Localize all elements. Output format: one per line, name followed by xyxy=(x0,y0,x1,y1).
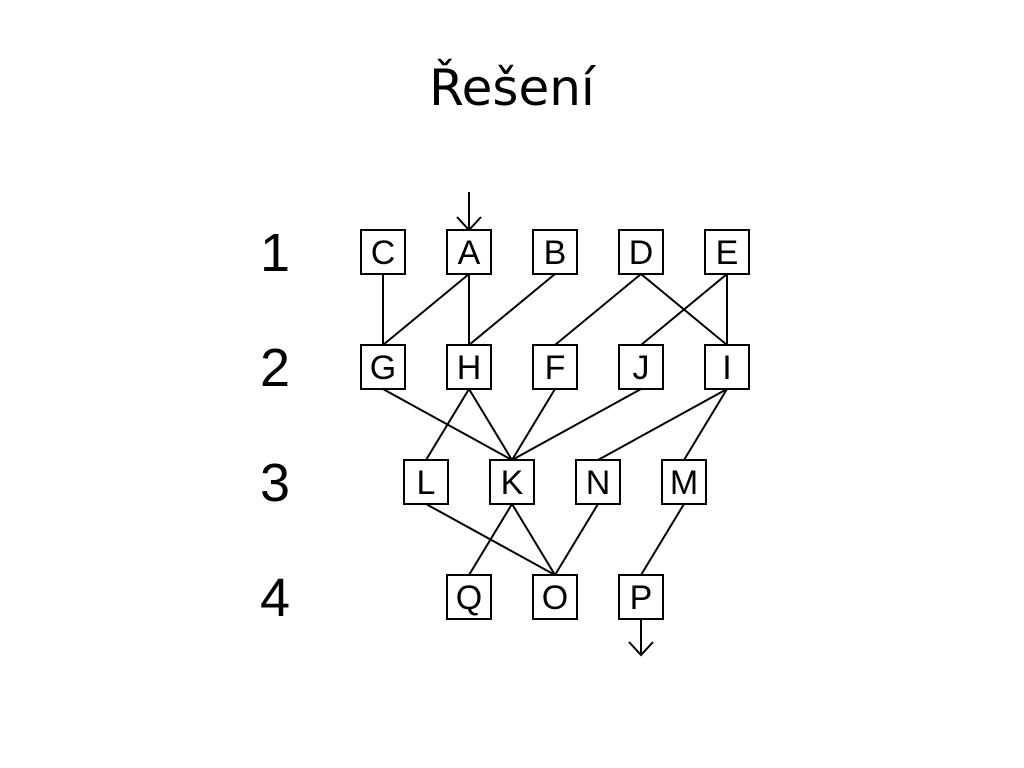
node-label: H xyxy=(457,349,482,387)
node-box xyxy=(532,574,578,620)
node-box xyxy=(446,344,492,390)
node-label: B xyxy=(544,234,567,272)
node-label: G xyxy=(370,349,396,387)
node-a: A xyxy=(446,229,492,275)
node-label: I xyxy=(722,349,731,387)
node-label: A xyxy=(458,234,481,272)
node-d: D xyxy=(618,229,664,275)
node-p: P xyxy=(618,574,664,620)
node-label: M xyxy=(670,464,698,502)
edge-e-j xyxy=(640,273,728,346)
edges-layer xyxy=(382,273,728,576)
node-n: N xyxy=(575,459,621,505)
node-box xyxy=(489,459,535,505)
level-label-4: 4 xyxy=(260,568,290,628)
node-box xyxy=(618,229,664,275)
edge-j-k xyxy=(511,388,642,461)
edge-h-l xyxy=(425,388,470,461)
node-box xyxy=(360,229,406,275)
level-labels: 1 2 3 4 xyxy=(260,223,290,628)
entry-arrow-icon xyxy=(456,192,482,232)
node-box xyxy=(704,344,750,390)
node-label: E xyxy=(716,234,739,272)
edge-b-h xyxy=(468,273,556,346)
node-label: K xyxy=(501,464,524,502)
node-j: J xyxy=(618,344,664,390)
edge-k-o xyxy=(511,503,556,576)
node-k: K xyxy=(489,459,535,505)
node-box xyxy=(403,459,449,505)
exit-arrow-icon xyxy=(628,619,654,657)
node-label: Q xyxy=(456,579,482,617)
level-label-1: 1 xyxy=(260,223,290,283)
node-label: N xyxy=(586,464,611,502)
node-box xyxy=(575,459,621,505)
level-label-3: 3 xyxy=(260,453,290,513)
edge-n-o xyxy=(554,503,599,576)
node-i: I xyxy=(704,344,750,390)
node-label: L xyxy=(417,464,436,502)
node-box xyxy=(618,574,664,620)
node-o: O xyxy=(532,574,578,620)
edge-a-g xyxy=(382,273,470,346)
node-f: F xyxy=(532,344,578,390)
edge-d-f xyxy=(554,273,642,346)
node-g: G xyxy=(360,344,406,390)
node-box xyxy=(360,344,406,390)
nodes-layer: C A B D E G H F J I L K N M Q O P xyxy=(360,229,750,620)
edge-i-m xyxy=(683,388,728,461)
node-box xyxy=(618,344,664,390)
node-box xyxy=(446,574,492,620)
node-c: C xyxy=(360,229,406,275)
node-box xyxy=(704,229,750,275)
edge-k-q xyxy=(468,503,513,576)
node-box xyxy=(661,459,707,505)
node-box xyxy=(446,229,492,275)
node-label: D xyxy=(629,234,654,272)
node-box xyxy=(532,229,578,275)
slide-title: Řešení xyxy=(429,59,595,117)
node-box xyxy=(532,344,578,390)
edge-m-p xyxy=(640,503,685,576)
node-h: H xyxy=(446,344,492,390)
node-q: Q xyxy=(446,574,492,620)
node-label: C xyxy=(371,234,396,272)
node-l: L xyxy=(403,459,449,505)
edge-i-n xyxy=(597,388,728,461)
level-label-2: 2 xyxy=(260,338,290,398)
node-e: E xyxy=(704,229,750,275)
arrows-layer xyxy=(456,192,654,657)
node-label: P xyxy=(630,579,653,617)
edge-h-k xyxy=(468,388,513,461)
node-label: O xyxy=(542,579,568,617)
node-m: M xyxy=(661,459,707,505)
node-label: J xyxy=(633,349,650,387)
edge-f-k xyxy=(511,388,556,461)
node-b: B xyxy=(532,229,578,275)
node-label: F xyxy=(545,349,566,387)
